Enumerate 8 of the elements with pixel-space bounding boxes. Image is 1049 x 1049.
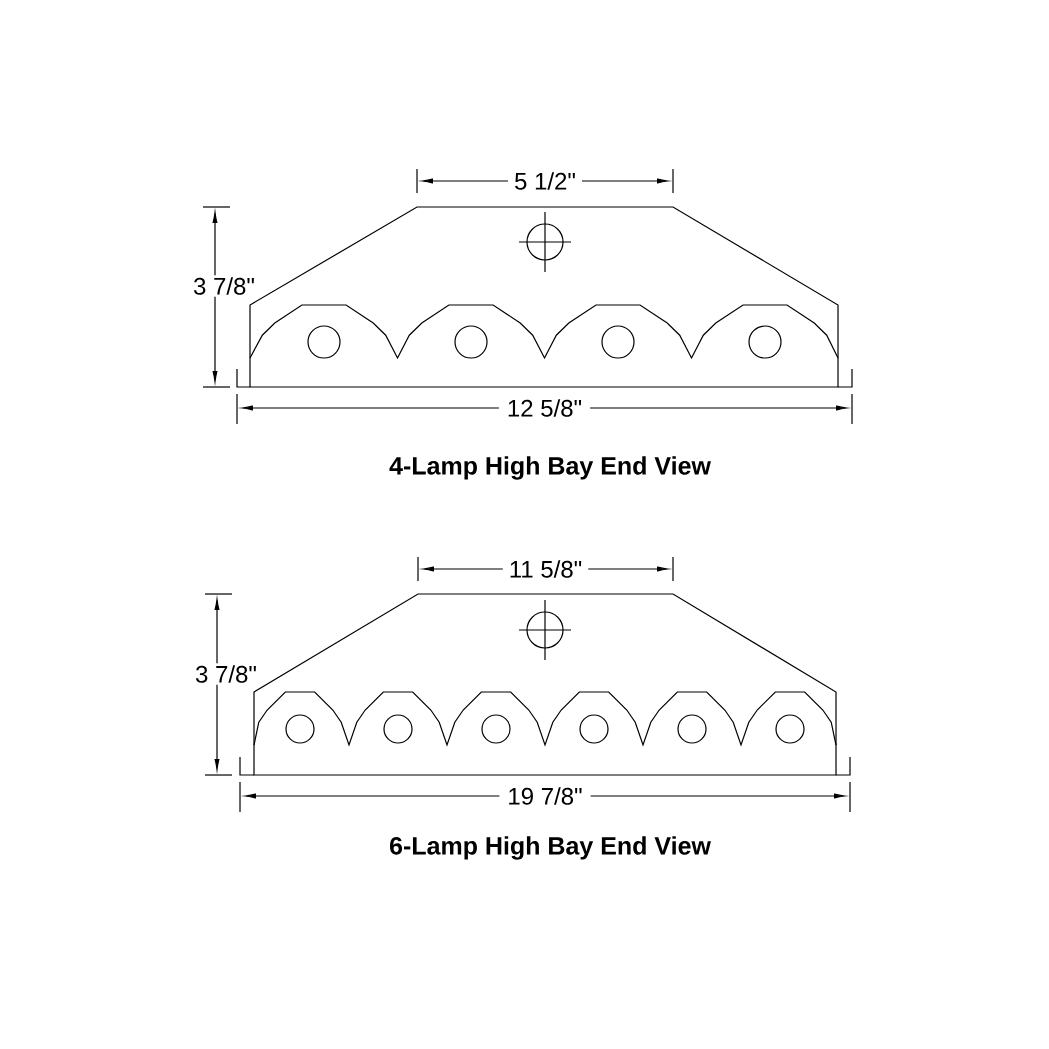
dimension-label: 3 7/8": [191, 275, 257, 297]
dimension-label: 5 1/2": [508, 166, 582, 196]
dimension-label: 11 5/8": [502, 554, 589, 584]
dimension-label: 19 7/8": [499, 779, 591, 813]
dimension-label: 3 7/8": [193, 663, 259, 685]
dimension-label: 12 5/8": [498, 391, 591, 425]
view-caption: 6-Lamp High Bay End View: [390, 836, 711, 860]
view-caption: 4-Lamp High Bay End View: [389, 456, 711, 480]
